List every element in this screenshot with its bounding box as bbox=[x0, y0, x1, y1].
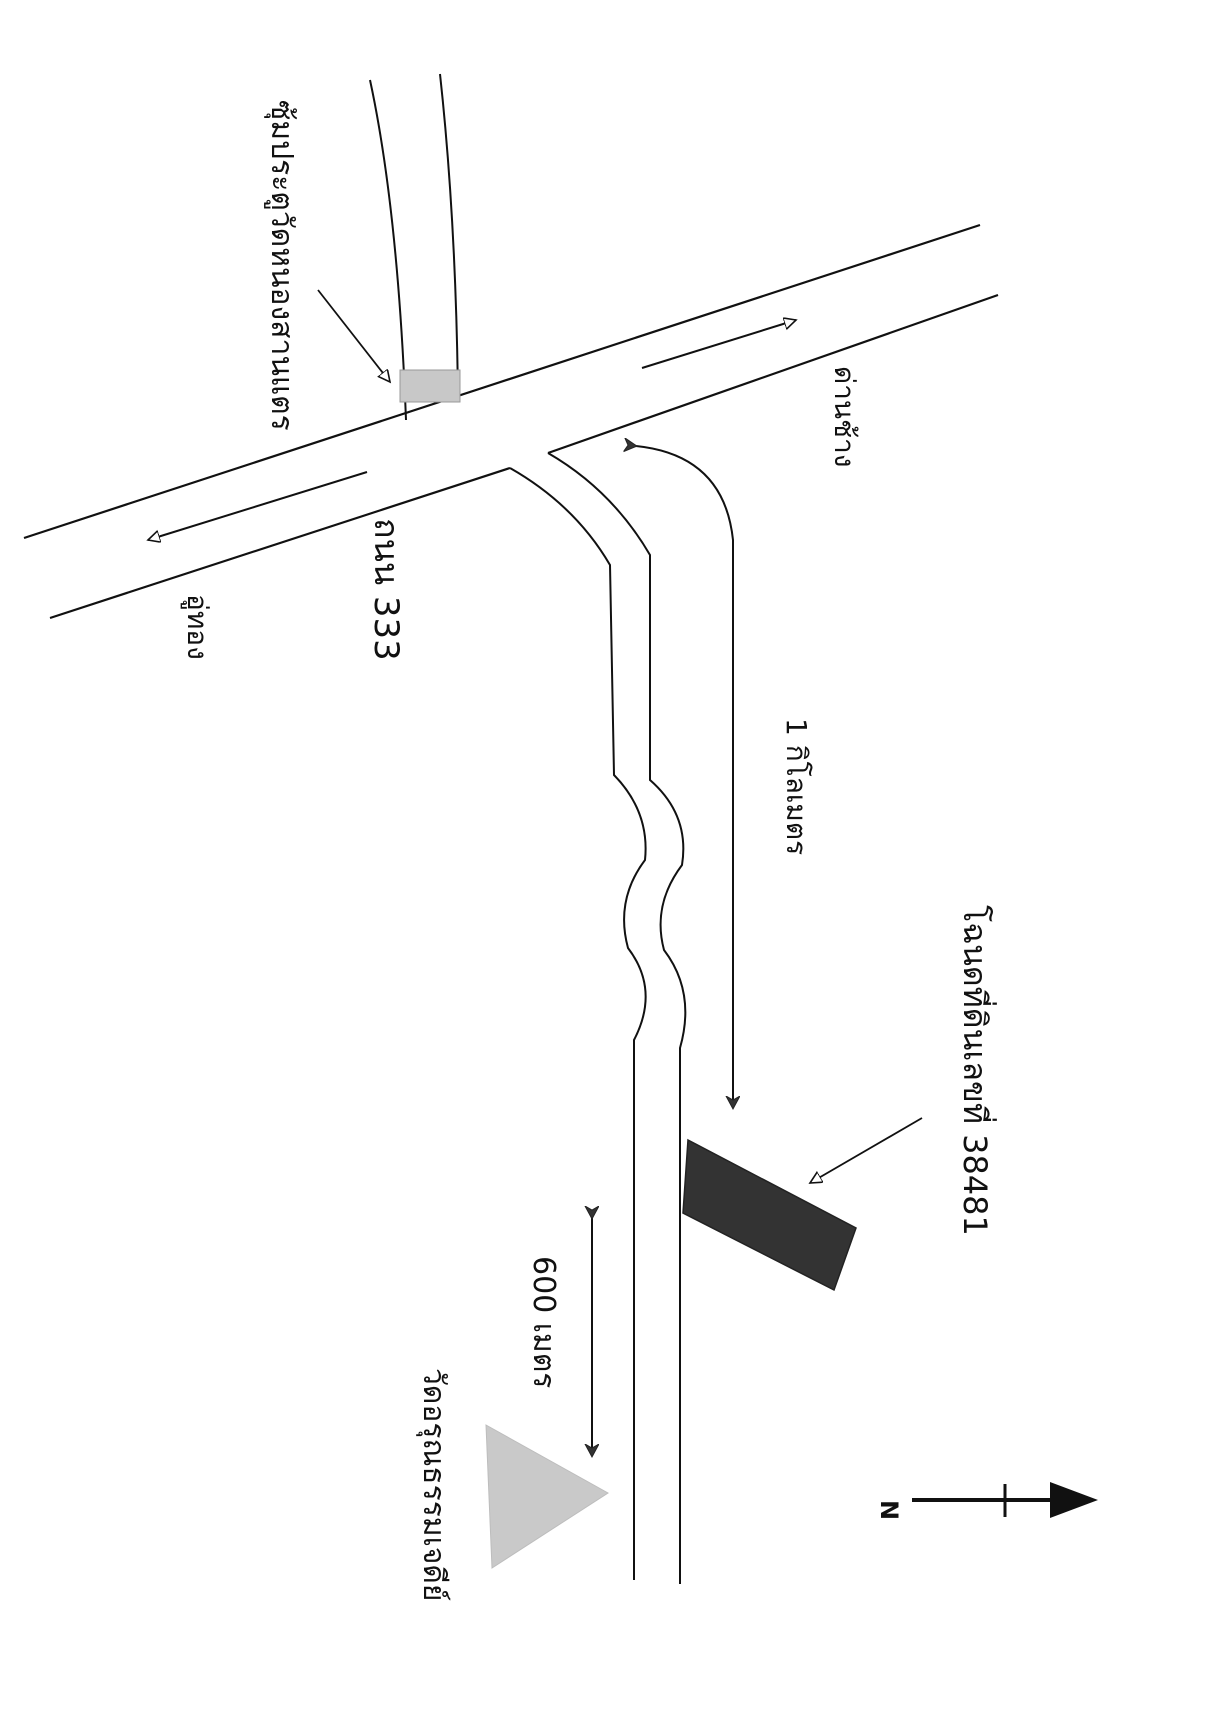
distance-600m-label: 600 เมตร bbox=[526, 1256, 561, 1388]
distance-1km-label: 1 กิโลเมตร bbox=[780, 718, 813, 855]
north-label: N bbox=[875, 1500, 903, 1520]
gate-arch-label: ซุ้มประตูวัดหนองสานแตร bbox=[263, 100, 299, 431]
side-road-north-edge-left bbox=[369, 79, 407, 421]
highway-333 bbox=[23, 223, 999, 620]
distance-1km-arrow bbox=[636, 446, 733, 1108]
soi-road-edge-right bbox=[547, 452, 687, 1584]
gate-arch-marker bbox=[399, 369, 461, 403]
temple-label: วัดอรุณธรรมเจดีย์ bbox=[415, 1368, 451, 1602]
road-333-label: ถนน 333 bbox=[366, 518, 406, 661]
side-road-north-edge-right bbox=[439, 73, 459, 399]
dan-chang-label: ด่านช้าง bbox=[828, 366, 861, 467]
u-thong-label: อู่ทอง bbox=[180, 594, 214, 660]
north-arrow-icon bbox=[912, 1482, 1098, 1518]
direction-arrow-u-thong bbox=[148, 471, 368, 540]
direction-arrow-dan-chang bbox=[641, 320, 796, 369]
highway-edge-south bbox=[49, 466, 511, 620]
temple-triangle-icon bbox=[485, 1424, 609, 1569]
land-plot-38481 bbox=[682, 1138, 857, 1292]
highway-edge-north bbox=[23, 223, 981, 540]
land-title-label: โฉนดที่ดินเลขที่ 38481 bbox=[956, 905, 997, 1236]
highway-edge-south-east bbox=[547, 293, 999, 455]
soi-road-edge-left bbox=[509, 467, 647, 1580]
side-road-north bbox=[369, 73, 459, 421]
land-plot-pointer bbox=[810, 1117, 923, 1183]
gate-arch-pointer bbox=[317, 289, 390, 382]
soi-road bbox=[509, 452, 687, 1584]
